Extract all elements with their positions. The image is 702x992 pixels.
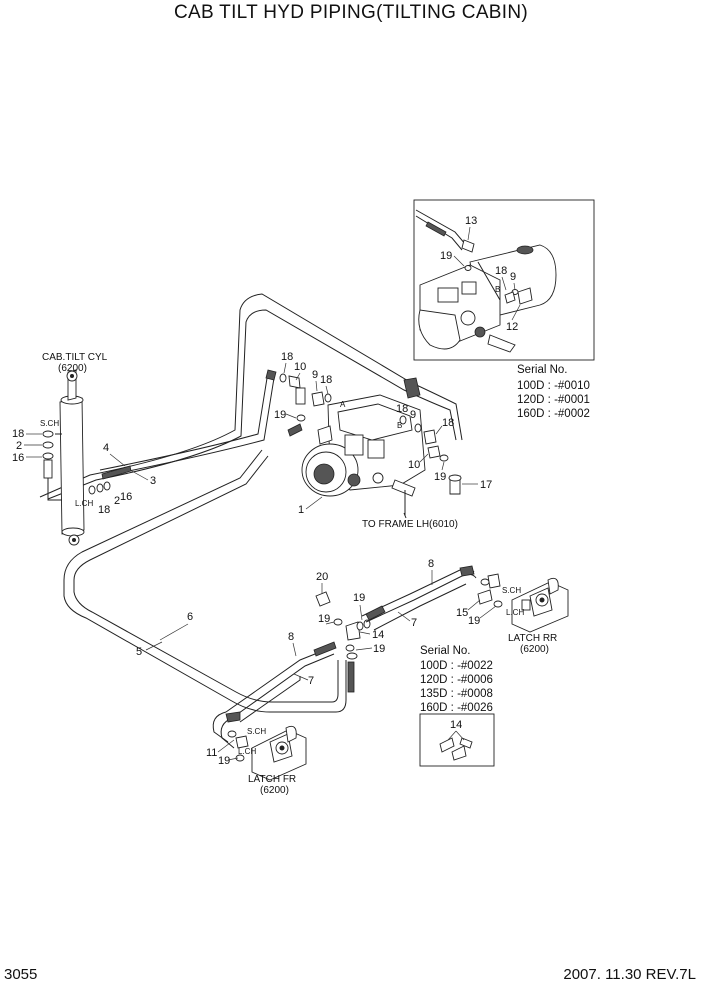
latch-fr-ref: (6200) (260, 785, 289, 796)
callout-14-detail: 14 (450, 719, 462, 731)
callout-3: 3 (150, 475, 156, 487)
callout-9-right: 9 (410, 409, 416, 421)
callout-18-top: 18 (281, 351, 293, 363)
callout-5: 5 (136, 646, 142, 658)
serial-box-2: Serial No. 100D : -#0022 120D : -#0006 1… (420, 645, 493, 714)
callout-17: 17 (480, 479, 492, 491)
callout-19-right: 19 (434, 471, 446, 483)
callout-16-low: 16 (120, 491, 132, 503)
callout-8-front: 8 (288, 631, 294, 643)
port-label-b: B (495, 285, 500, 294)
callout-7-front: 7 (308, 675, 314, 687)
front-hoses (212, 641, 355, 749)
callout-9: 9 (510, 271, 516, 283)
svg-text:100D : -#0010: 100D : -#0010 (517, 380, 590, 392)
to-frame-label: TO FRAME LH(6010) (362, 519, 458, 530)
callout-7-rear: 7 (411, 617, 417, 629)
latch-rr (477, 573, 569, 633)
svg-text:160D : -#0002: 160D : -#0002 (517, 408, 590, 420)
svg-text:Serial No.: Serial No. (517, 364, 568, 376)
svg-text:135D : -#0008: 135D : -#0008 (420, 688, 493, 700)
cab-tilt-cyl-label: CAB.TILT CYL (42, 352, 108, 363)
callout-14-center: 14 (372, 629, 384, 641)
callout-19: 19 (440, 250, 452, 262)
port-label-b-main: B (397, 421, 402, 430)
latch-rr-label: LATCH RR (508, 633, 557, 644)
hose-end-3 (101, 465, 132, 480)
center-fittings (315, 591, 371, 660)
callout-10-right: 10 (408, 459, 420, 471)
callout-19-left: 19 (274, 409, 286, 421)
callout-4: 4 (103, 442, 109, 454)
cyl-fittings (42, 430, 111, 501)
hose-end-top (265, 369, 277, 381)
svg-text:Serial No.: Serial No. (420, 645, 471, 657)
s-ch-label-cyl: S.CH (40, 419, 59, 428)
svg-text:120D : -#0006: 120D : -#0006 (420, 674, 493, 686)
l-ch-label-rr: L.CH (506, 608, 524, 617)
callout-18-low: 18 (98, 504, 110, 516)
serial-box-1: Serial No. 100D : -#0010 120D : -#0001 1… (517, 364, 590, 420)
latch-fr-label: LATCH FR (248, 774, 296, 785)
callout-18-right2: 18 (442, 417, 454, 429)
pump-top-fittings (279, 373, 462, 495)
callout-1: 1 (298, 504, 304, 516)
hydraulic-pump-unit (301, 377, 426, 519)
l-ch-label-cyl: L.CH (75, 499, 93, 508)
inset-detail (413, 199, 595, 361)
callout-19-center3: 19 (373, 643, 385, 655)
latch-fr (227, 725, 307, 781)
callout-19-center2: 19 (353, 592, 365, 604)
svg-text:120D : -#0001: 120D : -#0001 (517, 394, 590, 406)
cab-tilt-cyl-ref: (6200) (58, 363, 87, 374)
rear-hoses (361, 565, 477, 631)
callout-13: 13 (465, 215, 477, 227)
page-number: 3055 (4, 966, 38, 983)
hose-end-mid (287, 423, 303, 437)
callout-6: 6 (187, 611, 193, 623)
callout-15: 15 (456, 607, 468, 619)
s-ch-label-fr: S.CH (247, 727, 266, 736)
callout-10-top: 10 (294, 361, 306, 373)
l-ch-label-fr: L.CH (238, 747, 256, 756)
callout-9-top: 9 (312, 369, 318, 381)
svg-text:160D : -#0026: 160D : -#0026 (420, 702, 493, 714)
port-label-a: A (340, 400, 346, 409)
callout-8-rear: 8 (428, 558, 434, 570)
callout-18-top2: 18 (320, 374, 332, 386)
callout-18: 18 (495, 265, 507, 277)
callout-18-cyl: 18 (12, 428, 24, 440)
callout-18-right: 18 (396, 403, 408, 415)
callout-12: 12 (506, 321, 518, 333)
callout-16-cyl: 16 (12, 452, 24, 464)
callout-19-fr: 19 (218, 755, 230, 767)
latch-rr-ref: (6200) (520, 644, 549, 655)
callout-19-rr: 19 (468, 615, 480, 627)
revision-date: 2007. 11.30 REV.7L (563, 966, 696, 983)
callout-11: 11 (206, 747, 217, 759)
lower-pipe-loop (63, 449, 347, 713)
callout-2-low: 2 (114, 495, 120, 507)
page-title: CAB TILT HYD PIPING(TILTING CABIN) (173, 2, 528, 23)
cab-tilt-cylinder (55, 369, 85, 546)
s-ch-label-rr: S.CH (502, 586, 521, 595)
callout-19-center: 19 (318, 613, 330, 625)
detail-14-box (419, 713, 495, 767)
callout-20: 20 (316, 571, 328, 583)
svg-text:100D : -#0022: 100D : -#0022 (420, 660, 493, 672)
callout-2: 2 (16, 440, 22, 452)
